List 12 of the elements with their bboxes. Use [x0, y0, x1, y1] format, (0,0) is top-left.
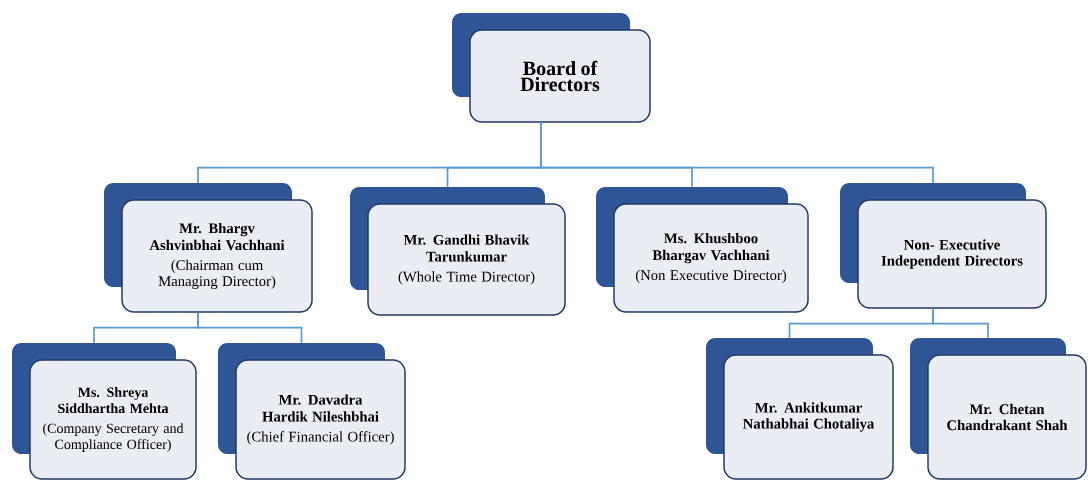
connector-line	[540, 121, 934, 184]
connector-line	[932, 307, 989, 339]
org-box: Ms. Khushboo Bhargav Vachhani (Non Executive Director)	[596, 187, 809, 313]
org-box: Mr. Gandhi Bhavik Tarunkumar (Whole Time Director)	[350, 187, 566, 316]
org-box: Mr. Bhargv Ashvinbhai Vachhani (Chairman cum Managing Director)	[104, 183, 313, 313]
org-box: Mr. Ankitkumar Nathabhai Chotaliya	[706, 338, 894, 480]
org-box: Board of Directors	[452, 13, 651, 123]
org-box: Non- Executive Independent Directors	[840, 183, 1047, 309]
org-box: Ms. Shreya Siddhartha Mehta (Company Secretary and Compliance Officer)	[12, 343, 197, 480]
org-box: Mr. Chetan Chandrakant Shah	[910, 338, 1087, 480]
org-box: Mr. Davadra Hardik Nileshbhai (Chief Financial Officer)	[218, 343, 406, 480]
connector-line	[197, 311, 303, 344]
